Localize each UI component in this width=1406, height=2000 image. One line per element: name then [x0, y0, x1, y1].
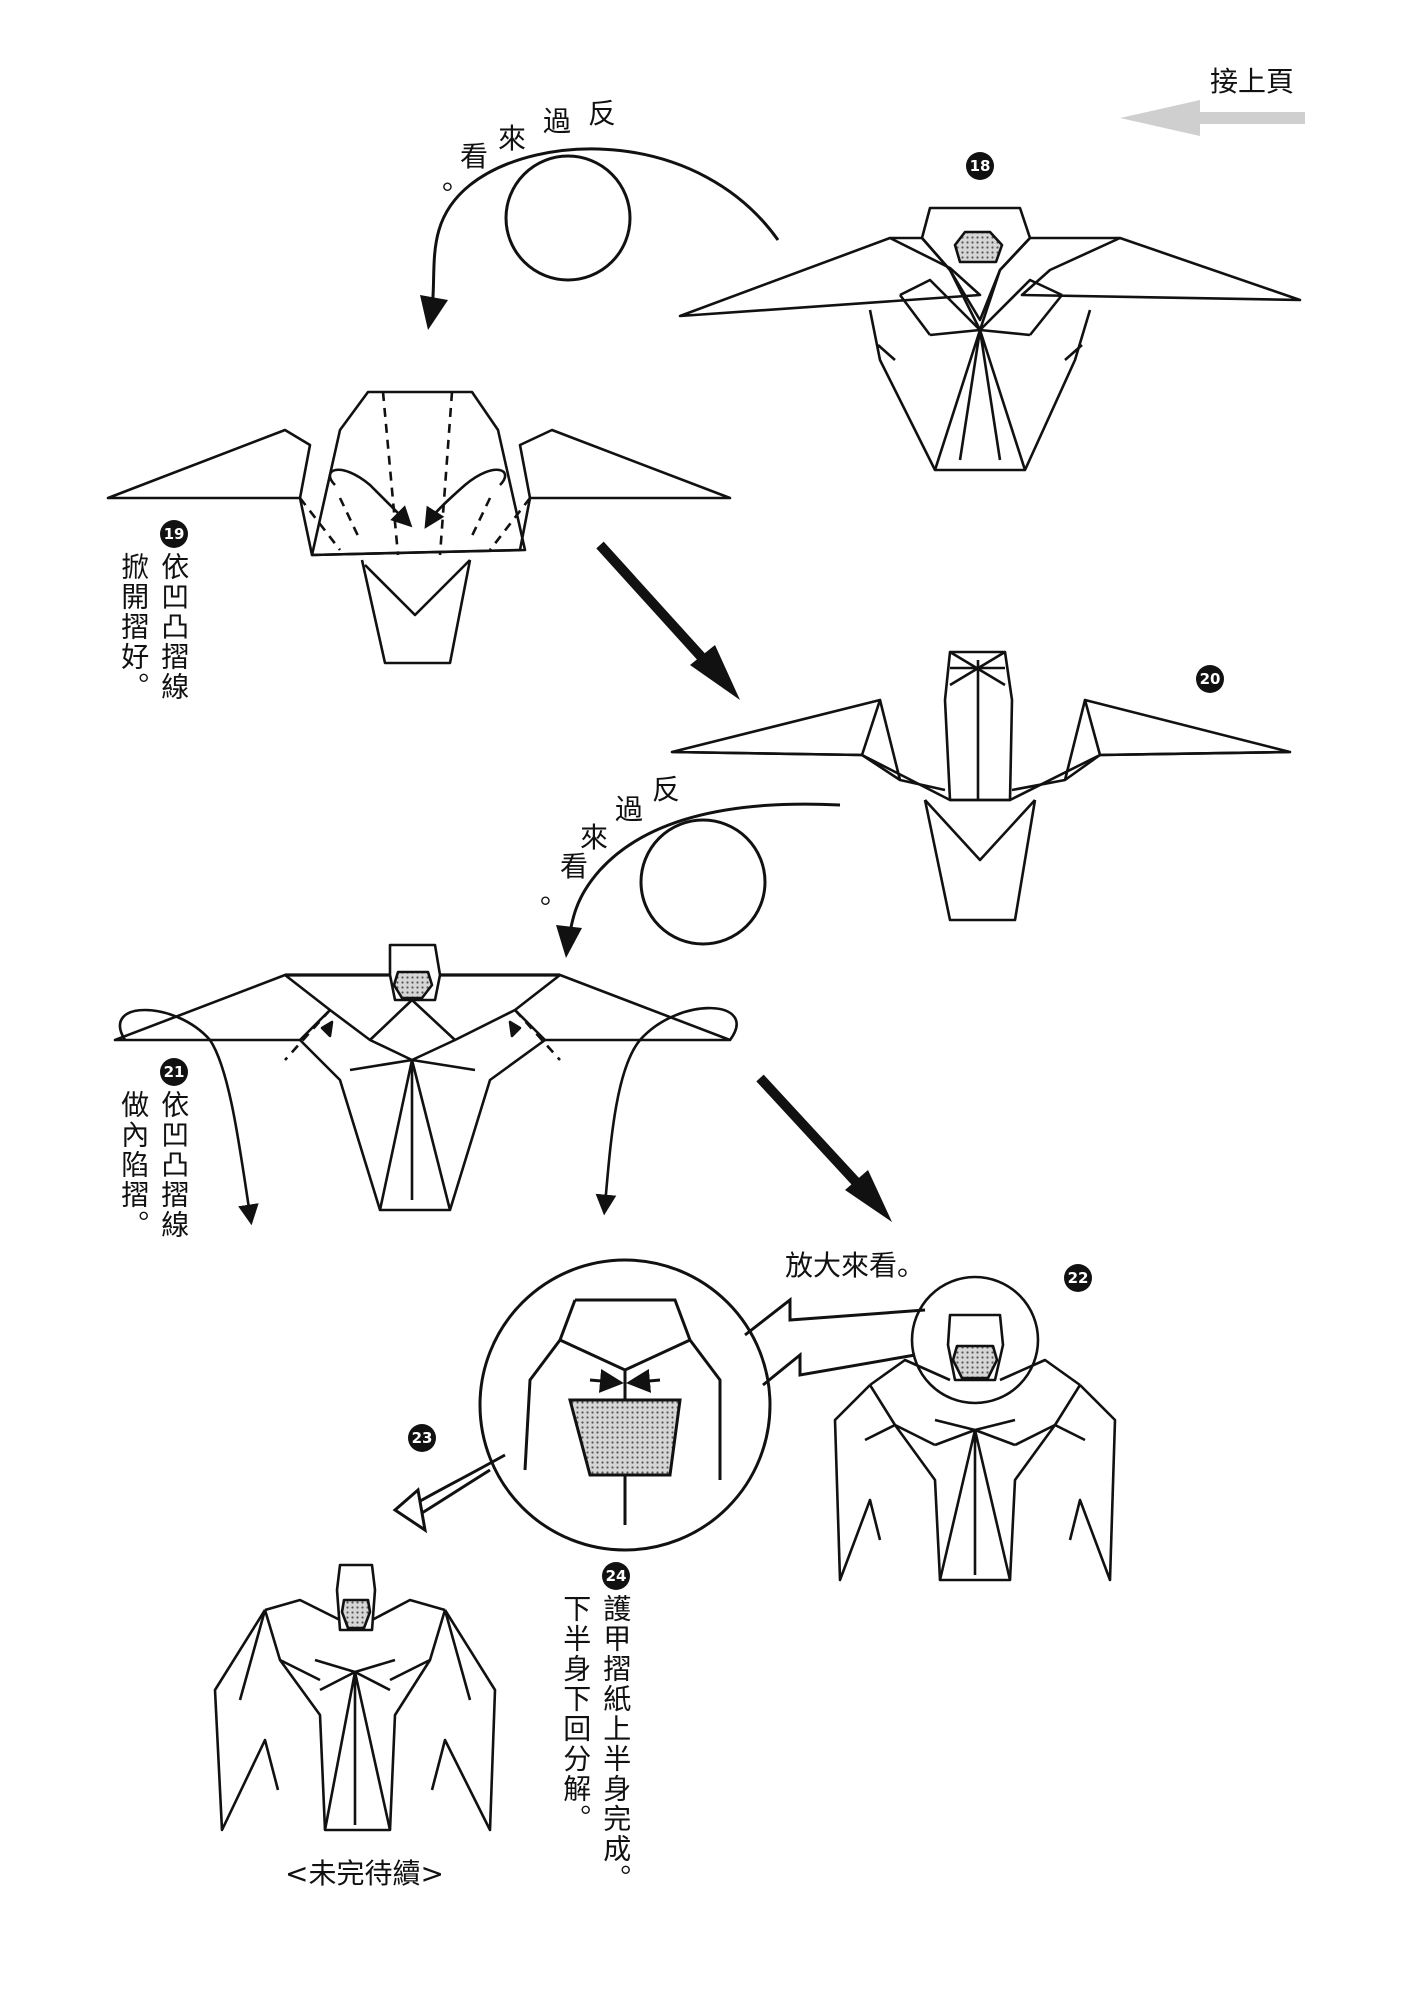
turn-char: 看: [560, 850, 589, 883]
continue-arrow: [1120, 100, 1305, 136]
next-step-arrow-1: [596, 541, 740, 700]
step-24-line-2: 下半身下回分解。: [559, 1594, 593, 1834]
turn-char: 過: [615, 793, 644, 826]
step-number-20: 20: [1196, 665, 1224, 693]
turn-char: 反: [588, 97, 617, 130]
figure-step-21: [113, 943, 738, 1226]
arrow-step-23: [392, 1453, 506, 1534]
step-number-18: 18: [966, 152, 994, 180]
next-step-arrow-2: [756, 1074, 892, 1222]
turn-over-arrow-2: [556, 802, 841, 958]
turn-char: 來: [498, 122, 527, 155]
step-19-line-1: 依凹凸摺線: [157, 552, 191, 702]
turn-over-arrow-1: [420, 147, 780, 330]
step-number-24: 24: [602, 1562, 630, 1590]
figure-step-20: [670, 650, 1292, 922]
figure-step-22: [833, 1275, 1117, 1582]
turn-char: 。: [442, 163, 471, 196]
turn-char: 看: [460, 140, 489, 173]
turn-char: 。: [540, 877, 569, 910]
zoom-callout: [478, 1258, 926, 1552]
step-21-line-2: 做內陷摺。: [117, 1090, 151, 1240]
turn-char: 反: [652, 773, 681, 806]
turn-char: 過: [543, 105, 572, 138]
continue-label: 接上頁: [1210, 65, 1295, 98]
step-number-23: 23: [408, 1424, 436, 1452]
step-number-21: 21: [160, 1058, 188, 1086]
turn-char: 來: [580, 821, 609, 854]
figure-step-18: [678, 206, 1302, 472]
step-19-line-2: 掀開摺好。: [117, 552, 151, 702]
zoom-label: 放大來看。: [785, 1249, 926, 1282]
step-21-line-1: 依凹凸摺線: [157, 1090, 191, 1240]
step-number-22: 22: [1064, 1264, 1092, 1292]
figure-step-19: [106, 390, 732, 665]
figure-step-23: [213, 1563, 497, 1832]
end-label: <未完待續>: [285, 1857, 444, 1890]
step-number-19: 19: [160, 520, 188, 548]
step-24-line-1: 護甲摺紙上半身完成。: [599, 1594, 633, 1894]
